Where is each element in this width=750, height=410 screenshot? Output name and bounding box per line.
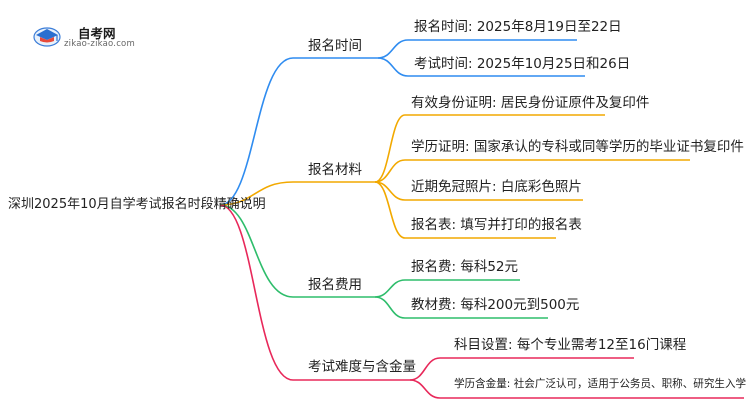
leaf-id-proof: 有效身份证明: 居民身份证原件及复印件 [411,95,650,111]
leaf-textbook-fee: 教材费: 每科200元到500元 [411,297,580,313]
leaf-curve [377,57,409,77]
branch-curve [219,204,294,298]
leaf-curve [374,181,406,239]
branch-curve [219,181,294,206]
logo-name: 自考网 [78,26,116,41]
branch-label-registration-time: 报名时间 [308,38,362,54]
branch-connector-time [219,39,585,206]
leaf-curve [374,114,406,183]
leaf-curve [377,39,409,59]
branch-connector-difficulty [219,204,744,399]
leaf-registration-fee: 报名费: 每科52元 [411,259,519,275]
leaf-degree-value: 学历含金量: 社会广泛认可，适用于公务员、职称、研究生入学 [454,378,747,390]
branch-curve [219,57,294,206]
leaf-curve [374,159,406,183]
graduation-cap-icon [33,27,61,47]
leaf-curve [409,379,441,399]
leaf-curve [374,296,406,319]
leaf-photo: 近期免冠照片: 白底彩色照片 [411,179,582,195]
leaf-curve [409,357,441,381]
leaf-subject-setting: 科目设置: 每个专业需考12至16门课程 [454,337,687,353]
branch-label-difficulty-value: 考试难度与含金量 [308,359,416,375]
site-logo[interactable]: 自考网 zikao-zikao.com [30,20,142,52]
branch-label-materials: 报名材料 [308,162,362,178]
branch-connector-fees [219,204,548,319]
root-topic: 深圳2025年10月自学考试报名时段精确说明 [8,197,266,212]
leaf-registration-period: 报名时间: 2025年8月19日至22日 [414,19,622,35]
leaf-education-proof: 学历证明: 国家承认的专科或同等学历的毕业证书复印件 [411,139,744,155]
leaf-exam-date: 考试时间: 2025年10月25日和26日 [414,56,631,72]
logo-url: zikao-zikao.com [64,39,135,49]
branch-curve [219,204,294,381]
leaf-registration-form: 报名表: 填写并打印的报名表 [411,217,582,233]
leaf-curve [374,279,406,298]
branch-label-fees: 报名费用 [308,277,362,293]
branch-connector-materials [219,114,690,239]
